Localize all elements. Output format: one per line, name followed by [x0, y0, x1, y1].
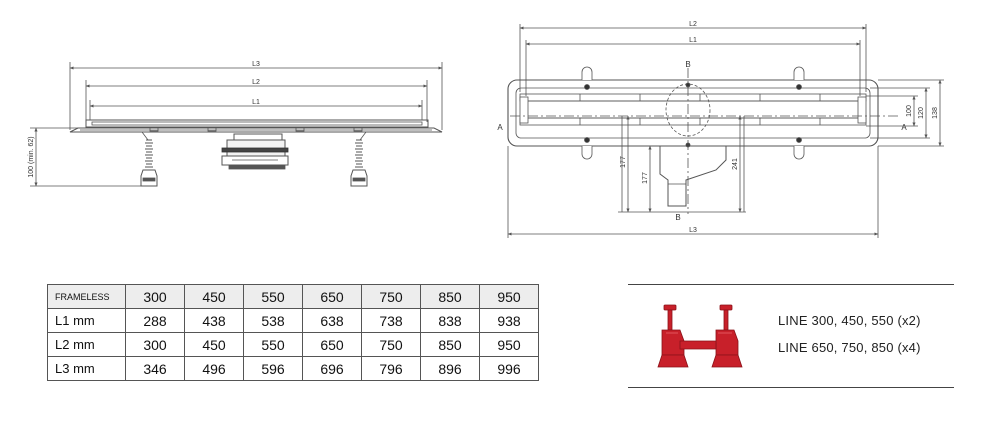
- top-dim-l3-label: L3: [689, 227, 697, 234]
- side-dim-l1-label: L1: [252, 99, 260, 106]
- table-cell: 300: [125, 332, 185, 357]
- top-dim-100-label: 100: [906, 105, 913, 117]
- side-outlet-siphon: [221, 133, 289, 170]
- table-cell: 288: [125, 308, 185, 333]
- table-cell: 450: [184, 284, 244, 309]
- table-cell: 650: [302, 284, 362, 309]
- table-cell: 750: [361, 332, 421, 357]
- top-outlet-pipe: [659, 146, 727, 207]
- side-left-foot: [140, 131, 158, 187]
- table-cell: 696: [302, 356, 362, 381]
- table-cell: 738: [361, 308, 421, 333]
- top-section-b-top: B: [685, 60, 690, 69]
- table-cell: 750: [361, 284, 421, 309]
- row-label: L3 mm: [47, 356, 126, 381]
- table-cell: 346: [125, 356, 185, 381]
- table-cell: 450: [184, 332, 244, 357]
- dimensions-table: FRAMELESS 300 450 550 650 750 850 950 L1…: [47, 284, 539, 381]
- table-cell: 938: [479, 308, 539, 333]
- top-dim-138-label: 138: [932, 107, 939, 119]
- side-right-foot: [350, 131, 368, 187]
- table-cell: 996: [479, 356, 539, 381]
- table-cell: 638: [302, 308, 362, 333]
- top-section-a-left: A: [497, 123, 503, 132]
- table-cell: 550: [243, 284, 303, 309]
- support-feet-legend: LINE 300, 450, 550 (x2) LINE 650, 750, 8…: [628, 284, 954, 388]
- table-cell: 896: [420, 356, 480, 381]
- technical-drawings: L3 L2 L1 100 (min. 62): [28, 21, 944, 238]
- table-cell: 550: [243, 332, 303, 357]
- table-row: L1 mm 288 438 538 638 738 838 938: [47, 308, 539, 333]
- side-channel-body: [85, 119, 429, 128]
- table-cell: 796: [361, 356, 421, 381]
- top-view-drawing: [507, 24, 944, 238]
- top-section-b-bottom: B: [675, 213, 680, 222]
- table-cell: 850: [420, 284, 480, 309]
- top-outer-plate: [507, 79, 879, 147]
- table-cell: 538: [243, 308, 303, 333]
- table-cell: 496: [184, 356, 244, 381]
- support-feet-icon: [657, 304, 743, 368]
- side-dim-l2-label: L2: [252, 79, 260, 86]
- top-section-a-right: A: [901, 123, 907, 132]
- table-cell: 850: [420, 332, 480, 357]
- top-mounting-lugs: [581, 66, 805, 160]
- table-cell: 838: [420, 308, 480, 333]
- top-dim-l1-label: L1: [689, 37, 697, 44]
- table-row: L2 mm 300 450 550 650 750 850 950: [47, 332, 539, 357]
- side-dim-l3-label: L3: [252, 61, 260, 68]
- table-cell: 950: [479, 332, 539, 357]
- top-dim-l2-label: L2: [689, 21, 697, 28]
- row-label: FRAMELESS: [47, 284, 126, 309]
- row-label: L1 mm: [47, 308, 126, 333]
- table-cell: 650: [302, 332, 362, 357]
- side-height-label: 100 (min. 62): [28, 136, 35, 177]
- table-row: L3 mm 346 496 596 696 796 896 996: [47, 356, 539, 381]
- legend-line-1: LINE 300, 450, 550 (x2): [778, 313, 921, 328]
- top-dim-177a-label: 177: [620, 156, 627, 168]
- table-cell: 596: [243, 356, 303, 381]
- table-cell: 950: [479, 284, 539, 309]
- row-label: L2 mm: [47, 332, 126, 357]
- top-dim-177b-label: 177: [642, 172, 649, 184]
- table-cell: 438: [184, 308, 244, 333]
- legend-line-2: LINE 650, 750, 850 (x4): [778, 340, 921, 355]
- table-cell: 300: [125, 284, 185, 309]
- top-dim-120-label: 120: [918, 107, 925, 119]
- table-row: FRAMELESS 300 450 550 650 750 850 950: [47, 284, 539, 309]
- side-view-drawing: [30, 62, 443, 187]
- top-dim-241-label: 241: [732, 158, 739, 170]
